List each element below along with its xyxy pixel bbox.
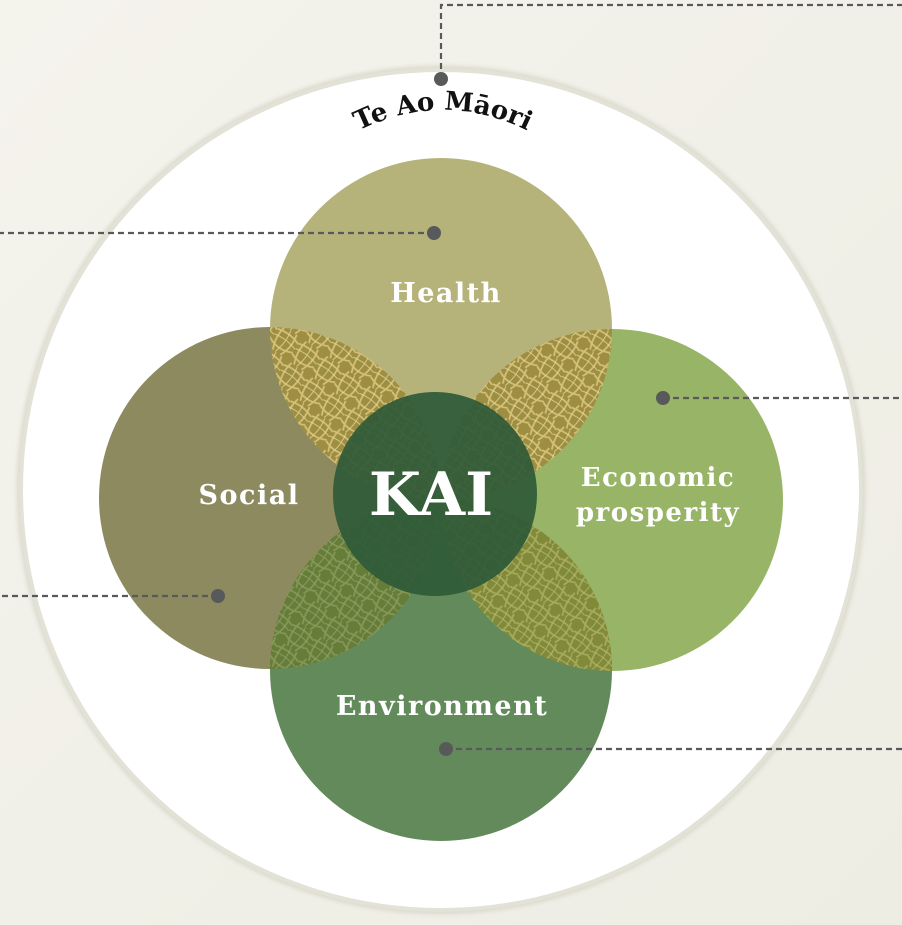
overlap-environment-social-tint xyxy=(270,499,441,669)
connector-dot-environment xyxy=(439,742,453,756)
kai-center-circle xyxy=(333,392,537,596)
social-label: Social xyxy=(199,480,300,511)
economic-label-line1: Economic xyxy=(581,463,735,493)
connector-dot-health xyxy=(427,226,441,240)
overlap-health-economic xyxy=(441,329,612,500)
environment-label: Environment xyxy=(336,691,548,722)
economic-label-line2: prosperity xyxy=(576,498,740,528)
overlap-environment-economic xyxy=(441,499,612,671)
connector-dot-economic xyxy=(656,391,670,405)
health-label: Health xyxy=(390,278,502,309)
kai-label: KAI xyxy=(369,460,493,530)
connector-dot-social xyxy=(211,589,225,603)
connector-te-ao-maori xyxy=(439,3,902,79)
overlap-environment-social xyxy=(270,499,441,669)
overlap-environment-economic-tint xyxy=(441,499,612,671)
connector-dot-te-ao-maori xyxy=(434,72,448,86)
overlap-health-social xyxy=(270,327,441,500)
connector-lines xyxy=(0,3,902,751)
